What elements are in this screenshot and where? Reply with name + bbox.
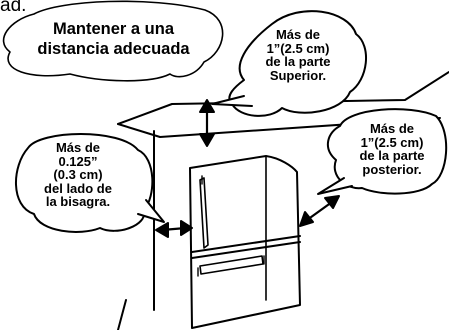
heading-line-1: Mantener a una [52, 20, 175, 38]
arrow-rear [299, 195, 340, 227]
callout-rear-line-2: 1”(2.5 cm) [360, 134, 424, 150]
callout-top-line-1: Más de [275, 27, 321, 42]
callout-rear-line-1: Más de [369, 121, 415, 136]
callout-rear-clearance: Más de 1”(2.5 cm) de la parte posterior. [342, 122, 442, 176]
callout-rear-line-4: posterior. [362, 161, 422, 177]
callout-top-line-2: 1”(2.5 cm) [266, 40, 330, 56]
refrigerator-illustration [189, 155, 301, 329]
bubble-top-tail [211, 95, 253, 107]
bubble-top [228, 10, 368, 117]
arrow-hinge-side [155, 220, 193, 238]
diagram-heading: Mantener a una distancia adecuada [6, 19, 221, 59]
callout-hinge-side-clearance: Más de 0.125” (0.3 cm) del lado de la bi… [22, 141, 134, 209]
callout-side-line-5: la bisagra. [45, 194, 111, 209]
bubble-hinge-side [15, 133, 154, 233]
callout-side-line-3: (0.3 cm) [53, 167, 103, 182]
heading-line-2: distancia adecuada [37, 40, 190, 58]
callout-side-line-4: del lado de [44, 180, 112, 196]
top-text-fragment: ad. [0, 0, 27, 16]
arrow-top [199, 99, 215, 147]
callout-top-clearance: Más de 1”(2.5 cm) de la parte Superior. [248, 28, 348, 82]
callout-side-line-1: Más de [55, 140, 101, 155]
heading-bubble [2, 0, 224, 82]
callout-top-line-4: Superior. [269, 67, 327, 83]
bubble-rear-tail [317, 177, 353, 195]
callout-top-line-3: de la parte [265, 54, 331, 69]
callout-rear-line-3: de la parte [359, 148, 425, 163]
callout-side-line-2: 0.125” [58, 153, 98, 169]
bubble-rear [326, 108, 448, 195]
bubble-hinge-side-tail [137, 199, 165, 223]
